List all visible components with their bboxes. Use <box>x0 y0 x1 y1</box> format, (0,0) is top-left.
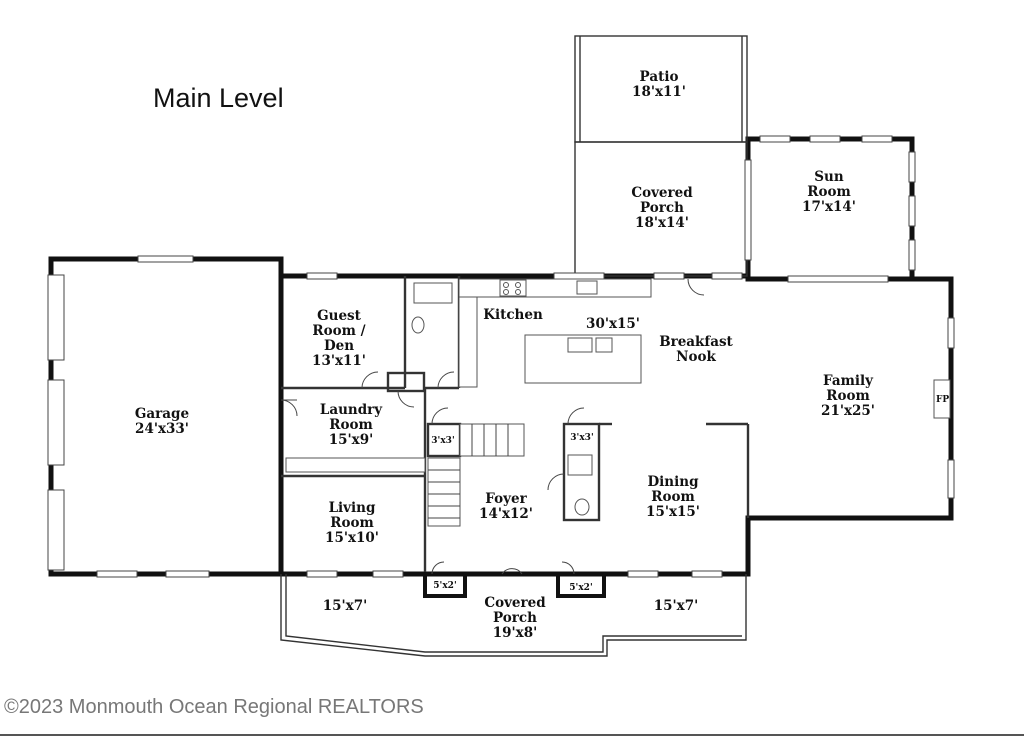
svg-text:21'x25': 21'x25' <box>821 403 875 419</box>
doors <box>280 278 705 575</box>
fireplace: FP <box>933 379 951 419</box>
room-sun-room: Sun Room 17'x14' <box>802 169 856 215</box>
svg-text:Porch: Porch <box>640 200 684 216</box>
svg-text:18'x11': 18'x11' <box>632 84 686 100</box>
svg-text:19'x8': 19'x8' <box>493 625 538 641</box>
svg-text:17'x14': 17'x14' <box>802 199 856 215</box>
vestibule-left-dim: 5'x2' <box>433 581 456 591</box>
room-kitchen: Kitchen 30'x15' <box>483 307 640 332</box>
svg-text:30'x15': 30'x15' <box>586 316 640 332</box>
svg-text:Covered: Covered <box>631 185 693 201</box>
svg-text:Living: Living <box>329 500 376 516</box>
closet-2-dim: 3'x3' <box>570 433 593 443</box>
svg-text:Family: Family <box>823 373 874 389</box>
svg-text:Room: Room <box>826 388 870 404</box>
porch-left-dim: 15'x7' <box>323 598 368 614</box>
svg-text:Sun: Sun <box>814 169 844 185</box>
room-guest-den: Guest Room / Den 13'x11' <box>312 308 366 369</box>
room-foyer: Foyer 14'x12' <box>479 491 533 522</box>
svg-text:Garage: Garage <box>135 406 189 422</box>
room-laundry: Laundry Room 15'x9' <box>320 402 383 448</box>
svg-text:Dining: Dining <box>647 474 699 490</box>
svg-text:Foyer: Foyer <box>485 491 527 507</box>
svg-text:Nook: Nook <box>676 349 716 365</box>
svg-text:Kitchen: Kitchen <box>483 307 543 323</box>
svg-text:Breakfast: Breakfast <box>659 334 733 350</box>
svg-text:Room: Room <box>651 489 695 505</box>
room-patio: Patio 18'x11' <box>632 69 686 100</box>
room-breakfast-nook: Breakfast Nook <box>659 334 733 365</box>
fireplace-label: FP <box>936 395 949 405</box>
svg-text:24'x33': 24'x33' <box>135 421 189 437</box>
svg-text:Porch: Porch <box>493 610 537 626</box>
svg-text:Room /: Room / <box>312 323 365 339</box>
room-living: Living Room 15'x10' <box>325 500 379 546</box>
svg-text:Room: Room <box>329 417 373 433</box>
svg-text:Guest: Guest <box>317 308 362 324</box>
room-covered-porch-front: Covered Porch 19'x8' <box>484 595 546 641</box>
room-covered-porch-rear: Covered Porch 18'x14' <box>631 185 693 231</box>
front-porch-outline <box>280 574 747 657</box>
svg-text:14'x12': 14'x12' <box>479 506 533 522</box>
plan-title: Main Level <box>153 83 284 113</box>
svg-text:Covered: Covered <box>484 595 546 611</box>
room-family: Family Room 21'x25' <box>821 373 875 419</box>
room-garage: Garage 24'x33' <box>135 406 189 437</box>
svg-text:15'x9': 15'x9' <box>329 432 374 448</box>
copyright-watermark: ©2023 Monmouth Ocean Regional REALTORS <box>4 696 424 718</box>
svg-text:Laundry: Laundry <box>320 402 383 418</box>
room-dining: Dining Room 15'x15' <box>646 474 700 520</box>
stairs <box>427 423 525 527</box>
svg-text:15'x15': 15'x15' <box>646 504 700 520</box>
room-labels: Patio 18'x11' Covered Porch 18'x14' Sun … <box>135 69 875 641</box>
front-vestibules <box>423 572 606 598</box>
svg-text:18'x14': 18'x14' <box>635 215 689 231</box>
vestibule-right-dim: 5'x2' <box>569 583 592 593</box>
svg-text:Room: Room <box>330 515 374 531</box>
porch-right-dim: 15'x7' <box>654 598 699 614</box>
svg-text:15'x10': 15'x10' <box>325 530 379 546</box>
svg-text:13'x11': 13'x11' <box>312 353 366 369</box>
windows <box>47 135 955 578</box>
closet-1-dim: 3'x3' <box>431 436 454 446</box>
kitchen-fixtures <box>285 278 652 516</box>
svg-text:Room: Room <box>807 184 851 200</box>
svg-text:Den: Den <box>324 338 354 354</box>
svg-text:Patio: Patio <box>640 69 679 85</box>
